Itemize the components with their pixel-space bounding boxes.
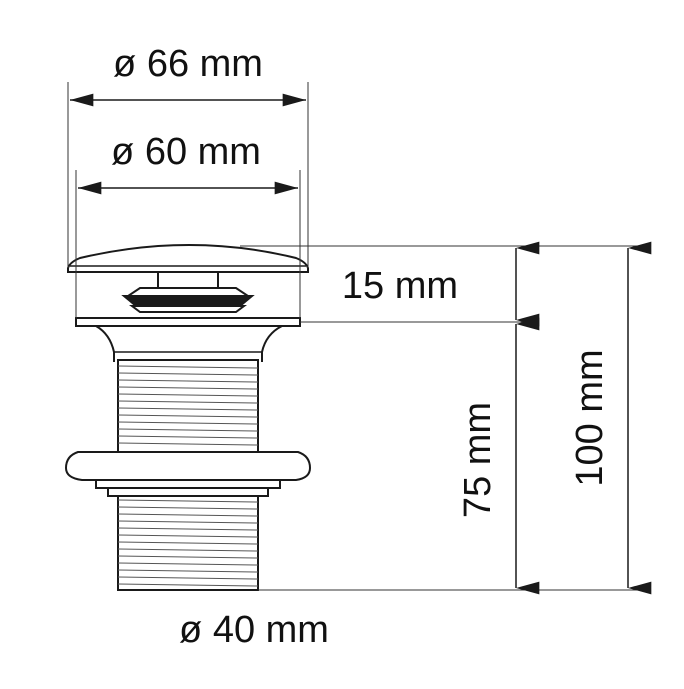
thread-line	[117, 421, 259, 425]
dimension-lines	[70, 93, 652, 595]
thread-line	[117, 520, 259, 524]
thread-line	[117, 513, 259, 517]
label-thread-diameter: ø 40 mm	[179, 609, 329, 651]
thread-line	[117, 527, 259, 531]
label-cap-height: 15 mm	[342, 265, 458, 307]
thread-line	[117, 583, 259, 587]
thread-line	[117, 379, 259, 383]
thread-line	[117, 562, 259, 566]
thread-line	[117, 435, 259, 439]
thread-line	[117, 534, 259, 538]
thread-line	[117, 428, 259, 432]
label-cap-inner-diameter: ø 60 mm	[111, 131, 261, 173]
thread-line	[117, 414, 259, 418]
thread-line	[117, 393, 259, 397]
thread-line	[117, 442, 259, 446]
thread-line	[117, 569, 259, 573]
thread-line	[117, 407, 259, 411]
drain-cap	[67, 244, 309, 273]
lock-nut	[64, 451, 312, 481]
pop-up-drain	[64, 244, 312, 591]
label-total-height: 100 mm	[569, 349, 611, 486]
body-neck	[95, 325, 283, 362]
thread-line	[117, 365, 259, 369]
thread-line	[117, 506, 259, 510]
extension-lines	[67, 82, 650, 591]
thread-line	[117, 400, 259, 404]
label-cap-outer-diameter: ø 66 mm	[113, 43, 263, 85]
thread-line	[117, 541, 259, 545]
thread-line	[117, 372, 259, 376]
thread-line	[117, 555, 259, 559]
plug-stem	[157, 272, 219, 289]
flange-plate	[75, 317, 301, 327]
label-body-height: 75 mm	[457, 402, 499, 518]
thread-line	[117, 548, 259, 552]
thread-line	[117, 576, 259, 580]
thread-line	[117, 386, 259, 390]
thread-line	[117, 499, 259, 503]
